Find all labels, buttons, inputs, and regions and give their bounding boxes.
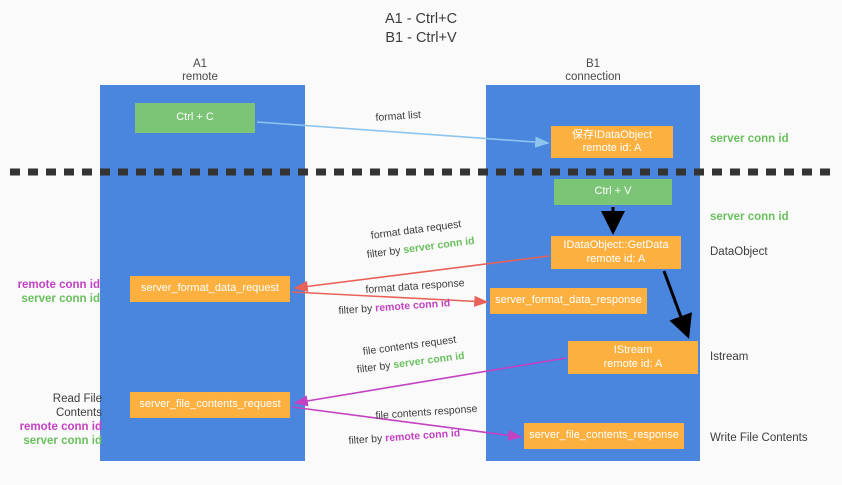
diagram-title: A1 - Ctrl+C B1 - Ctrl+V xyxy=(0,10,842,48)
filter-prefix-4: filter by xyxy=(348,432,386,447)
label-server-conn-id-2: server conn id xyxy=(710,211,789,223)
arrow-label-format-data-response: format data response xyxy=(365,277,465,296)
arrow-label-file-contents-response-filter: filter by remote conn id xyxy=(348,426,461,448)
filter-prefix-2: filter by xyxy=(338,302,376,317)
box-server-file-contents-request[interactable]: server_file_contents_request xyxy=(130,392,290,418)
box-server-format-data-request-label: server_format_data_request xyxy=(140,282,280,295)
box-istream[interactable]: IStream remote id: A xyxy=(568,341,698,374)
filter-value-server-conn-id-1: server conn id xyxy=(402,234,476,257)
label-group-file-contents: Read File Contents remote conn id server… xyxy=(8,392,102,448)
label-group-format-data: remote conn id server conn id xyxy=(8,278,100,306)
box-server-file-contents-response-label: server_file_contents_response xyxy=(529,429,679,442)
label-server-conn-id-4: server conn id xyxy=(23,435,102,447)
filter-prefix-3: filter by xyxy=(356,359,395,376)
filter-value-remote-conn-id-1: remote conn id xyxy=(374,297,451,315)
label-server-conn-id-3: server conn id xyxy=(21,293,100,305)
lane-b1-subtitle: connection xyxy=(565,71,621,83)
label-remote-conn-id-1: remote conn id xyxy=(17,279,100,291)
box-ctrl-v[interactable]: Ctrl + V xyxy=(554,179,672,205)
box-save-idataobject[interactable]: 保存IDataObject remote id: A xyxy=(551,126,673,158)
label-dataobject: DataObject xyxy=(710,246,768,258)
title-line-2: B1 - Ctrl+V xyxy=(385,30,457,46)
box-istream-line2: remote id: A xyxy=(603,357,663,370)
box-istream-line1: IStream xyxy=(613,344,653,356)
box-server-format-data-response-label: server_format_data_response xyxy=(495,294,642,307)
box-ctrl-c[interactable]: Ctrl + C xyxy=(135,103,255,133)
box-save-idataobject-line1: 保存IDataObject xyxy=(571,128,653,141)
label-server-conn-id-1: server conn id xyxy=(710,133,789,145)
label-write-file-contents: Write File Contents xyxy=(710,432,808,444)
lane-a1-name: A1 xyxy=(192,58,208,70)
lane-header-b1: B1 connection xyxy=(533,58,653,84)
lane-header-a1: A1 remote xyxy=(140,58,260,84)
box-save-idataobject-line2: remote id: A xyxy=(582,142,642,154)
filter-value-remote-conn-id-2: remote conn id xyxy=(384,427,461,445)
filter-prefix-1: filter by xyxy=(366,244,405,261)
arrow-label-format-data-response-filter: filter by remote conn id xyxy=(338,296,451,318)
box-idataobject-getdata[interactable]: IDataObject::GetData remote id: A xyxy=(551,236,681,269)
box-ctrl-v-label: Ctrl + V xyxy=(594,185,632,198)
box-getdata-line1: IDataObject::GetData xyxy=(563,239,669,251)
label-read-file-contents: Read File Contents xyxy=(52,393,102,419)
title-line-1: A1 - Ctrl+C xyxy=(384,11,458,27)
box-getdata-line2: remote id: A xyxy=(586,252,646,265)
box-server-file-contents-response[interactable]: server_file_contents_response xyxy=(524,423,684,449)
box-ctrl-c-label: Ctrl + C xyxy=(176,111,214,124)
box-server-file-contents-request-label: server_file_contents_request xyxy=(139,398,281,411)
box-server-format-data-request[interactable]: server_format_data_request xyxy=(130,276,290,302)
box-server-format-data-response[interactable]: server_format_data_response xyxy=(490,288,647,314)
arrow-label-file-contents-response: file contents response xyxy=(375,402,478,422)
lane-b1-name: B1 xyxy=(585,58,601,70)
lane-a1-subtitle: remote xyxy=(182,71,218,83)
label-istream: Istream xyxy=(710,351,749,363)
label-remote-conn-id-2: remote conn id xyxy=(19,421,102,433)
arrow-label-format-list: format list xyxy=(375,108,422,124)
